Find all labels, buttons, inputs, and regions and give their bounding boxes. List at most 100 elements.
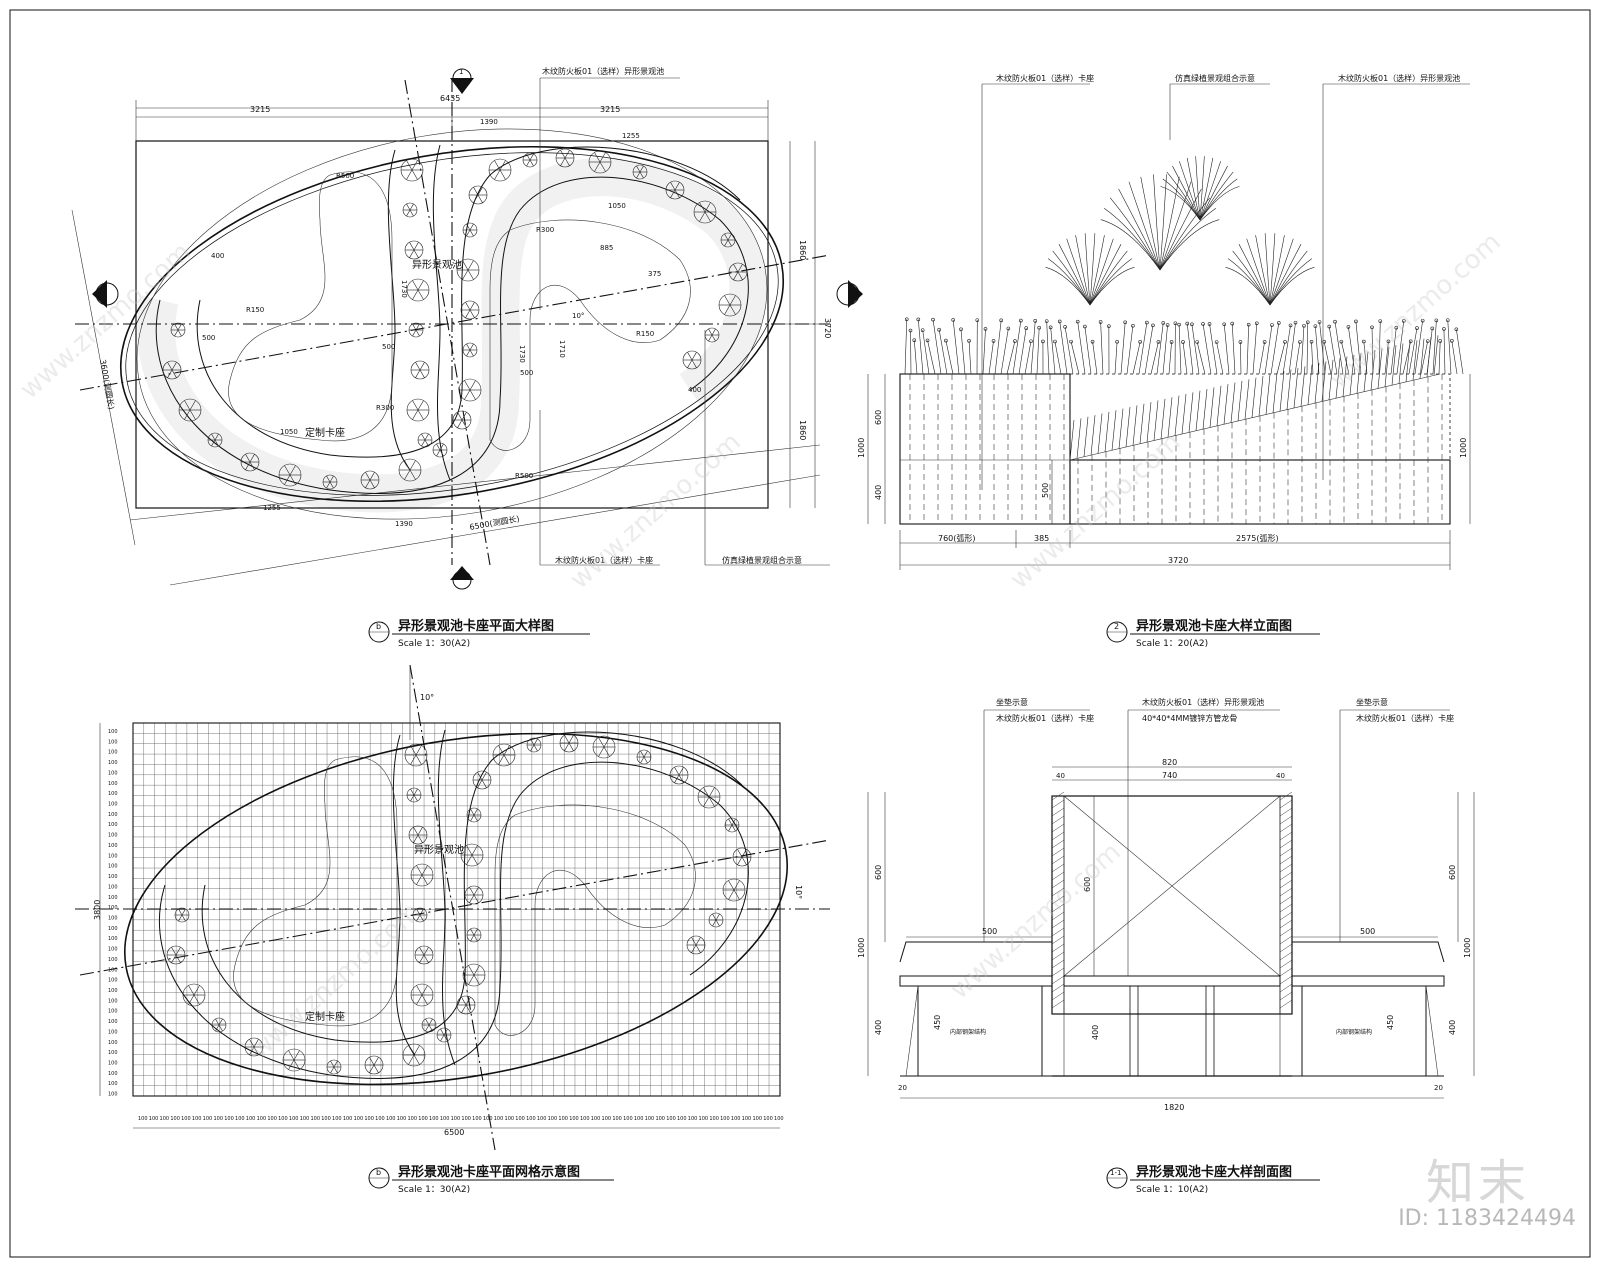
svg-text:100: 100 xyxy=(451,1116,461,1122)
svg-text:100: 100 xyxy=(108,1009,118,1015)
svg-text:1000: 1000 xyxy=(1459,438,1468,458)
svg-text:1000: 1000 xyxy=(857,938,866,958)
svg-text:Scale 1：10(A2): Scale 1：10(A2) xyxy=(1136,1185,1208,1195)
svg-text:500: 500 xyxy=(202,334,215,342)
svg-text:100: 100 xyxy=(149,1116,159,1122)
svg-text:b: b xyxy=(376,1168,381,1177)
svg-text:400: 400 xyxy=(688,386,701,394)
svg-text:600: 600 xyxy=(874,865,883,880)
svg-text:100: 100 xyxy=(731,1116,741,1122)
svg-text:6500: 6500 xyxy=(444,1128,464,1137)
caption-4: 1-1 异形景观池卡座大样剖面图 Scale 1：10(A2) xyxy=(1106,1164,1320,1195)
dim-6500: 6500(测圆长) xyxy=(469,513,521,532)
svg-text:100: 100 xyxy=(569,1116,579,1122)
panel-section: 内部钢架结构 内部钢架结构 820 40 740 40 600 600 600 … xyxy=(857,697,1475,1112)
seat-label: 定制卡座 xyxy=(305,426,345,439)
svg-text:100: 100 xyxy=(108,1040,118,1046)
svg-text:20: 20 xyxy=(1434,1084,1443,1092)
svg-text:400: 400 xyxy=(874,485,883,500)
svg-text:1710: 1710 xyxy=(558,340,566,358)
svg-text:1000: 1000 xyxy=(857,438,866,458)
svg-text:定制卡座: 定制卡座 xyxy=(305,1010,345,1023)
svg-text:100: 100 xyxy=(108,978,118,984)
svg-text:100: 100 xyxy=(108,874,118,880)
svg-text:100: 100 xyxy=(666,1116,676,1122)
svg-text:100: 100 xyxy=(537,1116,547,1122)
svg-text:木纹防火板01（选样）卡座: 木纹防火板01（选样）卡座 xyxy=(996,713,1094,723)
svg-text:100: 100 xyxy=(138,1116,148,1122)
svg-text:100: 100 xyxy=(332,1116,342,1122)
svg-text:100: 100 xyxy=(386,1116,396,1122)
svg-text:100: 100 xyxy=(108,770,118,776)
svg-text:100: 100 xyxy=(108,905,118,911)
svg-text:100: 100 xyxy=(170,1116,180,1122)
svg-text:100: 100 xyxy=(108,936,118,942)
svg-text:b: b xyxy=(376,622,381,631)
svg-text:100: 100 xyxy=(677,1116,687,1122)
svg-text:100: 100 xyxy=(526,1116,536,1122)
svg-text:100: 100 xyxy=(160,1116,170,1122)
svg-text:木纹防火板01（选样）异形景观池: 木纹防火板01（选样）异形景观池 xyxy=(1142,697,1264,707)
svg-text:异形景观池卡座平面网格示意图: 异形景观池卡座平面网格示意图 xyxy=(398,1164,580,1180)
svg-text:10°: 10° xyxy=(794,885,803,899)
svg-text:100: 100 xyxy=(655,1116,665,1122)
svg-text:R300: R300 xyxy=(536,226,554,234)
svg-text:100: 100 xyxy=(108,1029,118,1035)
svg-text:1050: 1050 xyxy=(608,202,626,210)
svg-text:100: 100 xyxy=(774,1116,784,1122)
svg-text:500: 500 xyxy=(1041,483,1050,498)
svg-text:100: 100 xyxy=(108,750,118,756)
svg-text:400: 400 xyxy=(874,1020,883,1035)
svg-text:1050: 1050 xyxy=(280,428,298,436)
svg-text:10°: 10° xyxy=(420,693,434,702)
svg-text:100: 100 xyxy=(752,1116,762,1122)
svg-text:100: 100 xyxy=(742,1116,752,1122)
svg-text:2575(弧形): 2575(弧形) xyxy=(1236,533,1279,543)
section-marker-top: 1 xyxy=(450,68,474,94)
dim-1860-top: 1860 xyxy=(798,240,807,260)
svg-text:2: 2 xyxy=(1114,622,1119,631)
svg-text:100: 100 xyxy=(108,791,118,797)
svg-text:100: 100 xyxy=(213,1116,223,1122)
svg-text:500: 500 xyxy=(1360,927,1375,936)
svg-text:100: 100 xyxy=(108,833,118,839)
svg-text:100: 100 xyxy=(181,1116,191,1122)
svg-text:100: 100 xyxy=(108,781,118,787)
svg-text:木纹防火板01（选样）异形景观池: 木纹防火板01（选样）异形景观池 xyxy=(1338,73,1460,83)
svg-text:100: 100 xyxy=(108,729,118,735)
svg-text:100: 100 xyxy=(699,1116,709,1122)
svg-text:100: 100 xyxy=(108,884,118,890)
svg-text:100: 100 xyxy=(472,1116,482,1122)
svg-text:375: 375 xyxy=(648,270,661,278)
svg-text:仿真绿植景观组合示意: 仿真绿植景观组合示意 xyxy=(1175,73,1255,83)
svg-text:1: 1 xyxy=(459,68,463,76)
svg-text:450: 450 xyxy=(933,1015,942,1030)
sheet-border xyxy=(9,9,1591,1258)
dim-1860-bottom: 1860 xyxy=(798,420,807,440)
note-bottom-1: 木纹防火板01（选样）卡座 xyxy=(555,555,653,565)
section-marker-bottom xyxy=(450,566,474,590)
svg-text:100: 100 xyxy=(108,1050,118,1056)
svg-text:Scale 1：30(A2): Scale 1：30(A2) xyxy=(398,639,470,649)
svg-text:100: 100 xyxy=(108,947,118,953)
svg-text:100: 100 xyxy=(192,1116,202,1122)
svg-text:100: 100 xyxy=(429,1116,439,1122)
svg-text:100: 100 xyxy=(580,1116,590,1122)
svg-text:100: 100 xyxy=(558,1116,568,1122)
note-top: 木纹防火板01（选样）异形景观池 xyxy=(542,66,664,76)
svg-text:100: 100 xyxy=(515,1116,525,1122)
svg-text:www.znzmo.com: www.znzmo.com xyxy=(565,427,747,595)
svg-text:600: 600 xyxy=(1448,865,1457,880)
svg-text:3720: 3720 xyxy=(1168,556,1188,565)
svg-text:400: 400 xyxy=(1091,1025,1100,1040)
svg-text:100: 100 xyxy=(108,915,118,921)
svg-text:100: 100 xyxy=(461,1116,471,1122)
planting-symbols xyxy=(162,148,748,490)
svg-text:600: 600 xyxy=(874,410,883,425)
svg-text:100: 100 xyxy=(108,739,118,745)
svg-text:100: 100 xyxy=(108,895,118,901)
svg-text:100: 100 xyxy=(108,822,118,828)
caption-1: b 异形景观池卡座平面大样图 Scale 1：30(A2) xyxy=(368,618,590,649)
panel-elevation: 760(弧形) 385 2575(弧形) 3720 1000 600 400 5… xyxy=(857,73,1471,570)
greenery-elevation xyxy=(904,156,1464,461)
